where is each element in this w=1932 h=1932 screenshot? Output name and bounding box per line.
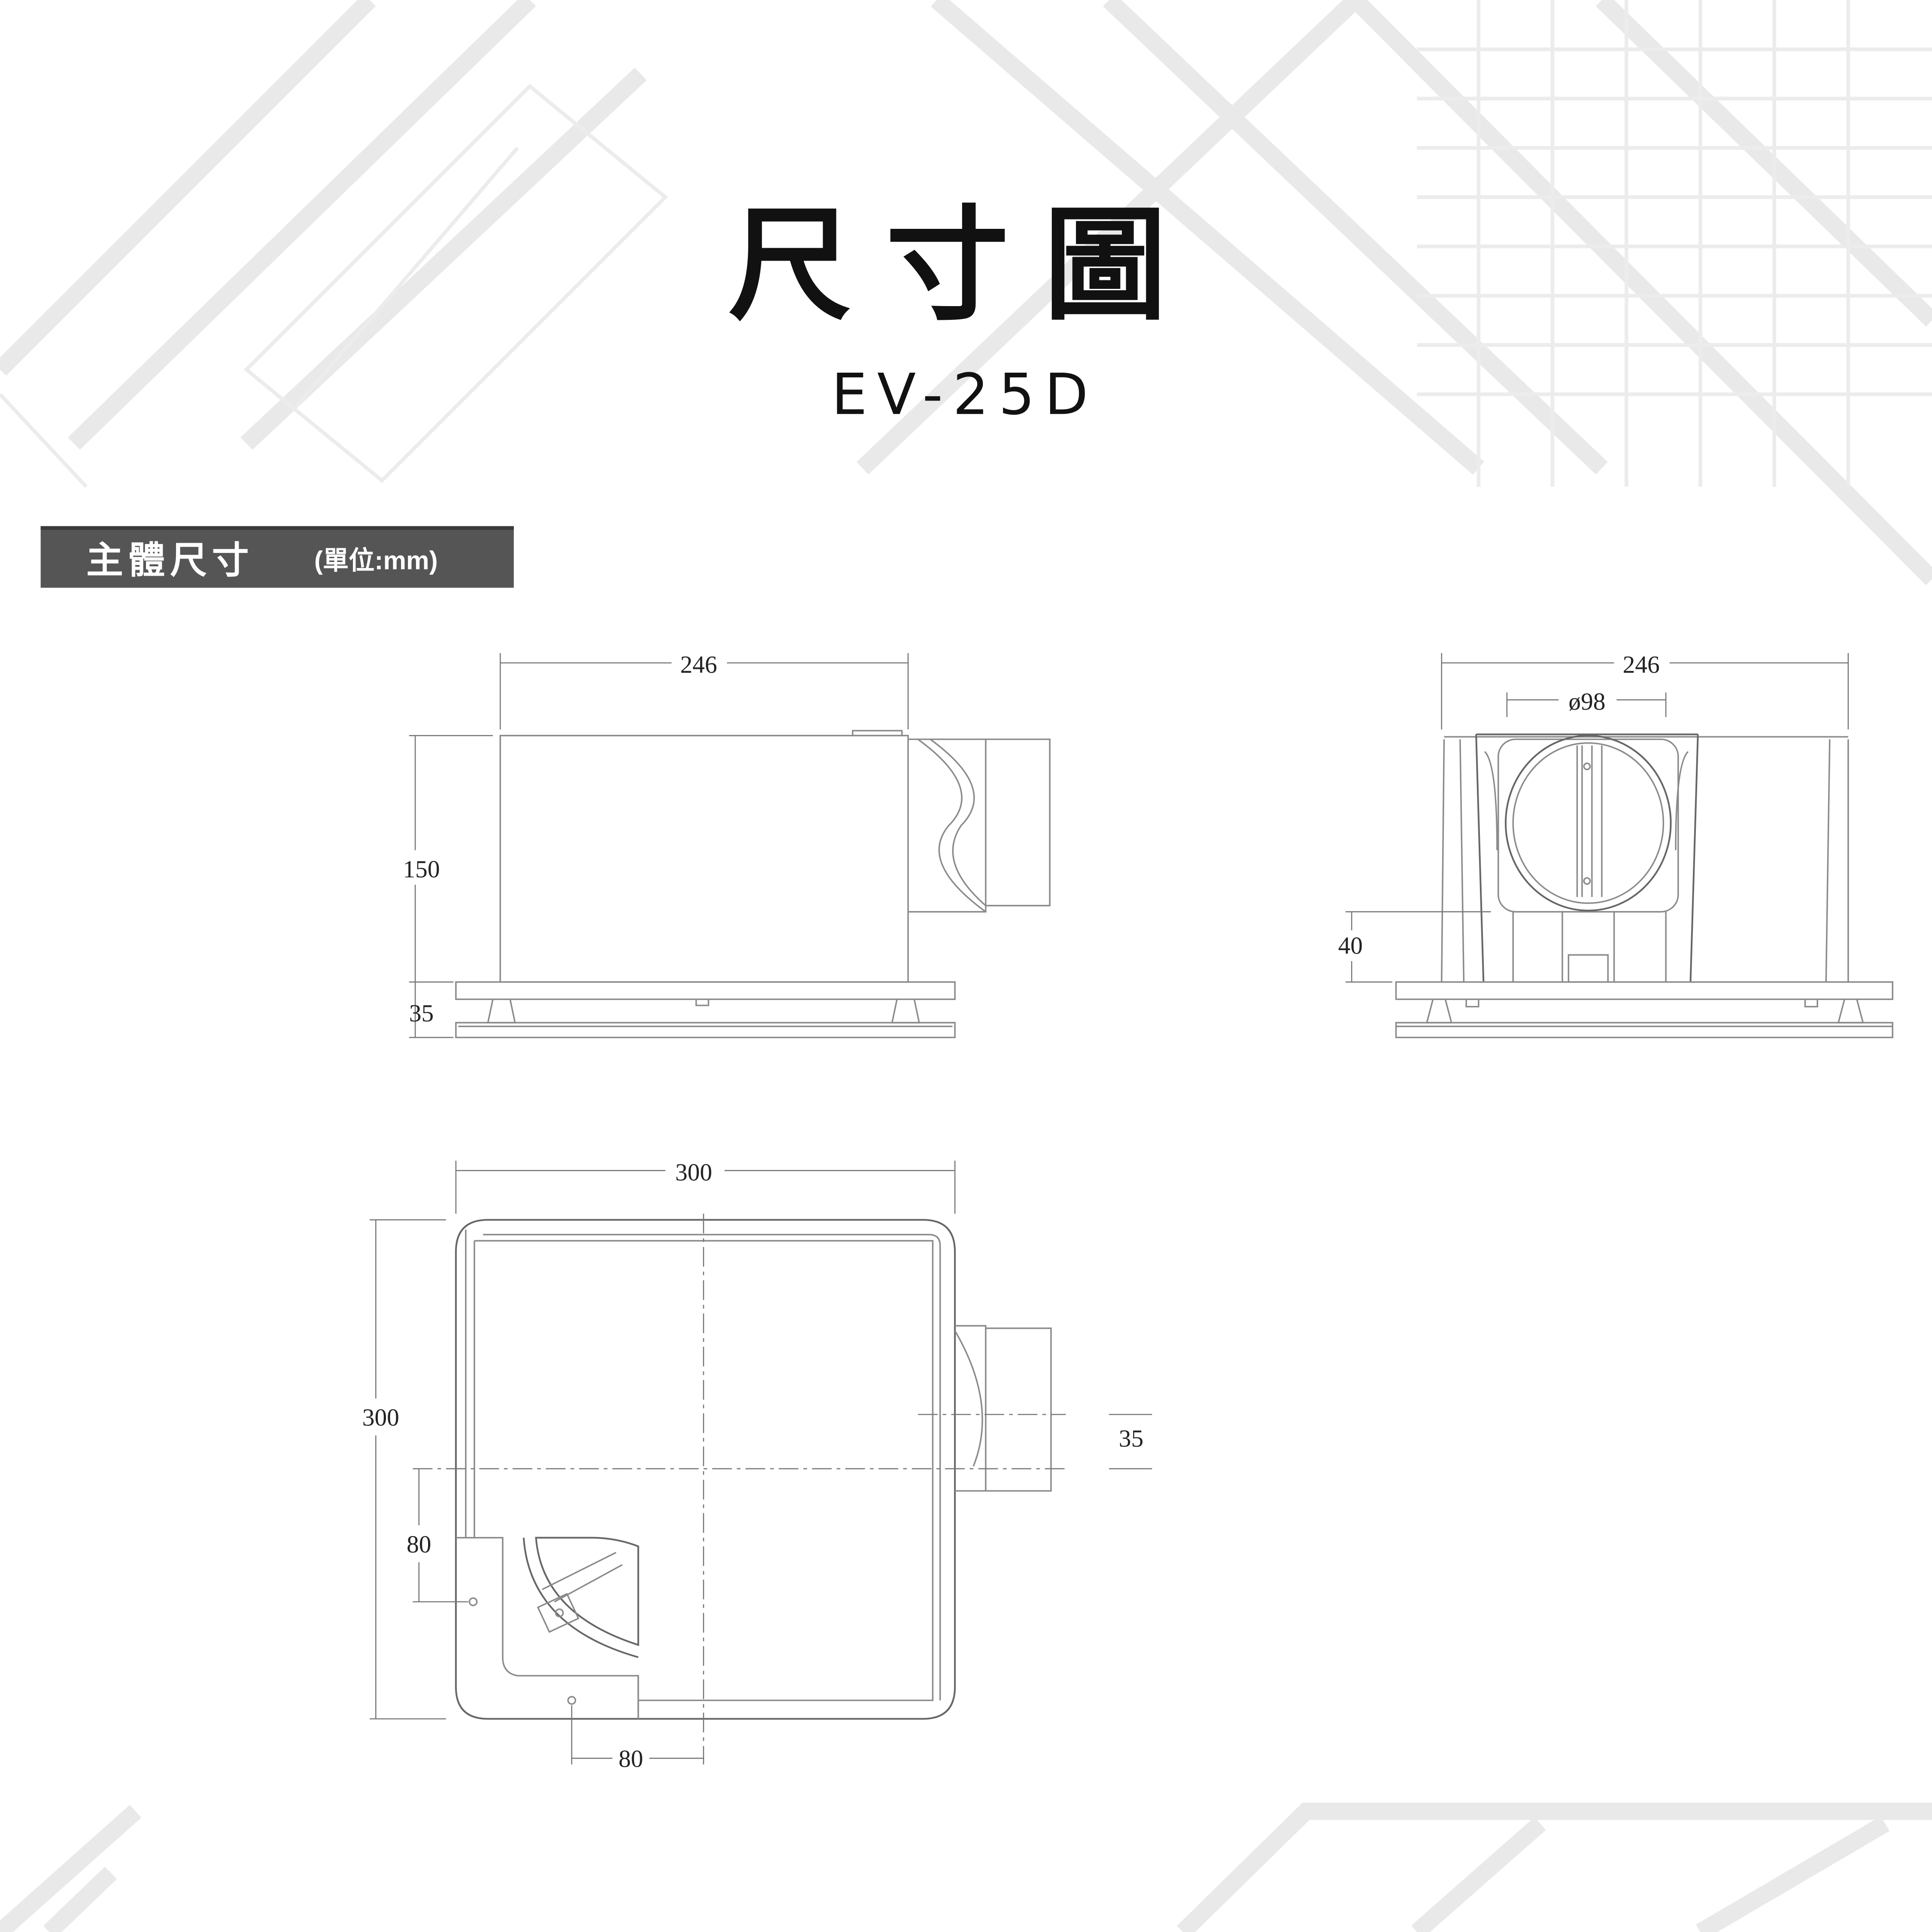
top-offset-bottom-label: 80 xyxy=(619,1745,643,1772)
top-offset-bottom-dimension: 80 xyxy=(571,1705,704,1772)
top-duct-offset-label: 35 xyxy=(1119,1425,1143,1452)
top-duct-offset-dimension: 35 xyxy=(1109,1414,1152,1470)
unit-label: (單位:mm) xyxy=(314,546,438,575)
top-offset-left-dimension: 80 xyxy=(407,1468,468,1603)
top-depth-label: 300 xyxy=(362,1404,399,1431)
front-duct-height-label: 40 xyxy=(1338,932,1363,959)
model-number: EV-25D xyxy=(832,361,1098,428)
top-width-dimension: 300 xyxy=(455,1159,956,1214)
side-view: 246 150 35 xyxy=(403,651,1051,1039)
side-width-dimension: 246 xyxy=(499,651,909,729)
side-flange xyxy=(455,981,956,1000)
side-body xyxy=(499,735,909,983)
side-height-label: 150 xyxy=(403,856,440,883)
section-header-bar xyxy=(40,526,514,588)
front-width-dimension: 246 xyxy=(1441,651,1849,729)
top-width-label: 300 xyxy=(675,1159,712,1186)
top-view: 300 300 80 80 35 xyxy=(362,1159,1152,1772)
front-duct-height-dimension: 40 xyxy=(1338,911,1491,983)
side-grille-label: 35 xyxy=(409,1000,434,1027)
section-label: 主體尺寸 xyxy=(86,539,254,582)
front-view: 246 ø98 40 xyxy=(1338,651,1893,1039)
top-depth-dimension: 300 xyxy=(362,1219,446,1719)
section-header: 主體尺寸 (單位:mm) xyxy=(40,526,514,588)
front-duct-circle xyxy=(1505,735,1672,911)
top-offset-left-label: 80 xyxy=(407,1531,431,1558)
front-duct-diameter-label: ø98 xyxy=(1568,688,1605,715)
front-width-label: 246 xyxy=(1623,651,1660,678)
section-header-top-edge xyxy=(40,526,514,530)
page-title: 尺寸圖 xyxy=(728,192,1201,337)
side-width-label: 246 xyxy=(680,651,717,678)
side-height-dimension: 150 35 xyxy=(403,735,493,1038)
front-duct-plate xyxy=(1498,738,1679,913)
top-outer-frame xyxy=(455,1219,956,1720)
front-duct-diameter-dimension: ø98 xyxy=(1506,688,1667,717)
